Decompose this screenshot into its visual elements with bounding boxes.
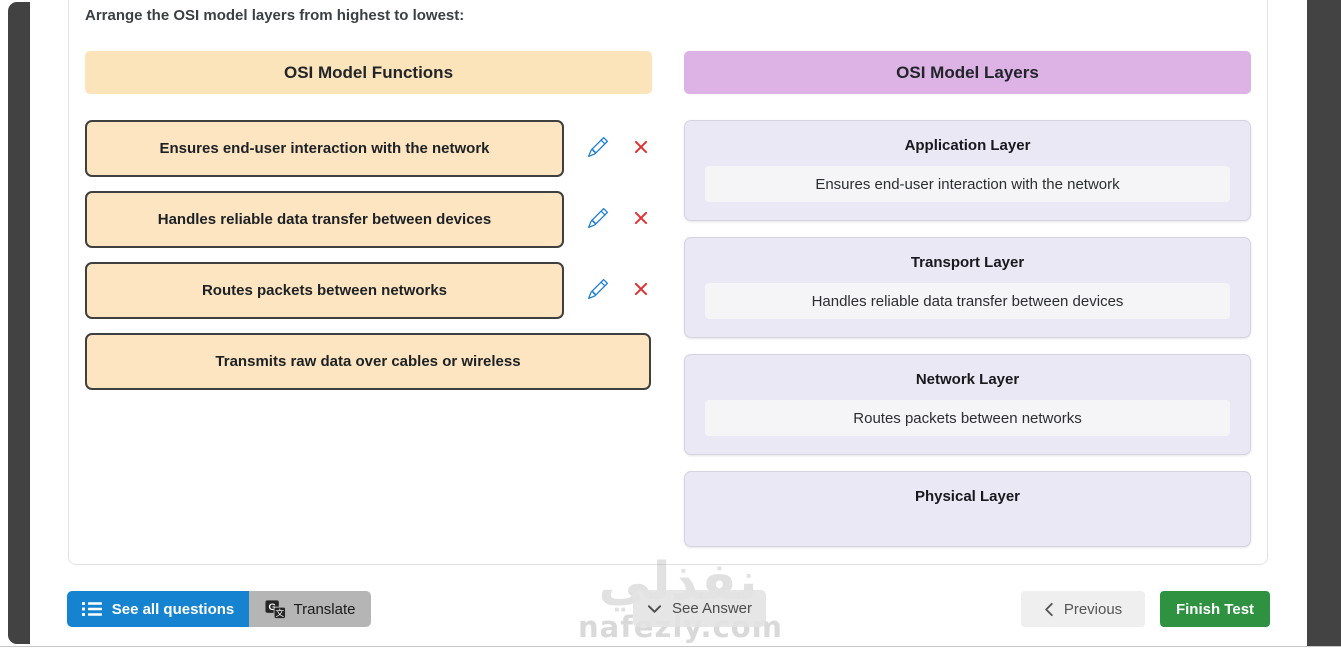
function-row: Ensures end-user interaction with the ne… bbox=[85, 120, 652, 177]
layer-title: Network Layer bbox=[915, 371, 1020, 388]
function-actions bbox=[588, 278, 650, 302]
layer-drop-zone[interactable]: Transport Layer Handles reliable data tr… bbox=[684, 237, 1251, 338]
layer-answer-slot[interactable]: Handles reliable data transfer between d… bbox=[705, 283, 1230, 319]
chevron-down-icon bbox=[647, 603, 662, 615]
question-instruction: Arrange the OSI model layers from highes… bbox=[85, 7, 465, 24]
function-card[interactable]: Ensures end-user interaction with the ne… bbox=[85, 120, 564, 177]
functions-column-header: OSI Model Functions bbox=[85, 51, 652, 94]
layer-drop-zone[interactable]: Physical Layer bbox=[684, 471, 1251, 547]
svg-text:G: G bbox=[268, 601, 275, 612]
previous-button[interactable]: Previous bbox=[1021, 591, 1145, 627]
question-card: Arrange the OSI model layers from highes… bbox=[68, 0, 1268, 565]
edit-button[interactable] bbox=[588, 207, 609, 231]
pencil-icon bbox=[588, 278, 609, 302]
function-row: Transmits raw data over cables or wirele… bbox=[85, 333, 652, 390]
see-all-questions-button[interactable]: See all questions bbox=[67, 591, 249, 627]
matching-columns: OSI Model Functions Ensures end-user int… bbox=[85, 51, 1251, 563]
pencil-icon bbox=[588, 207, 609, 231]
remove-button[interactable] bbox=[632, 138, 650, 159]
chevron-left-icon bbox=[1044, 602, 1054, 617]
svg-text:文: 文 bbox=[275, 607, 284, 619]
remove-button[interactable] bbox=[632, 280, 650, 301]
list-icon bbox=[81, 601, 102, 617]
see-all-questions-label: See all questions bbox=[111, 600, 235, 618]
layer-title: Physical Layer bbox=[914, 488, 1021, 505]
see-answer-label: See Answer bbox=[671, 600, 753, 617]
function-row: Handles reliable data transfer between d… bbox=[85, 191, 652, 248]
layers-column: OSI Model Layers Application Layer Ensur… bbox=[684, 51, 1251, 563]
functions-column: OSI Model Functions Ensures end-user int… bbox=[85, 51, 652, 563]
remove-button[interactable] bbox=[632, 209, 650, 230]
pencil-icon bbox=[588, 136, 609, 160]
function-actions bbox=[588, 207, 650, 231]
x-icon bbox=[632, 138, 650, 159]
previous-label: Previous bbox=[1063, 600, 1123, 618]
layer-drop-zone[interactable]: Application Layer Ensures end-user inter… bbox=[684, 120, 1251, 221]
function-card[interactable]: Transmits raw data over cables or wirele… bbox=[85, 333, 651, 390]
layer-answer-slot[interactable]: Routes packets between networks bbox=[705, 400, 1230, 436]
window-edge-left bbox=[8, 2, 30, 644]
finish-test-label: Finish Test bbox=[1175, 600, 1255, 618]
layer-drop-zone[interactable]: Network Layer Routes packets between net… bbox=[684, 354, 1251, 455]
function-row: Routes packets between networks bbox=[85, 262, 652, 319]
function-card[interactable]: Routes packets between networks bbox=[85, 262, 564, 319]
layers-column-header: OSI Model Layers bbox=[684, 51, 1251, 94]
x-icon bbox=[632, 280, 650, 301]
finish-test-button[interactable]: Finish Test bbox=[1160, 591, 1270, 627]
edit-button[interactable] bbox=[588, 136, 609, 160]
edit-button[interactable] bbox=[588, 278, 609, 302]
x-icon bbox=[632, 209, 650, 230]
layer-title: Transport Layer bbox=[910, 254, 1025, 271]
layer-title: Application Layer bbox=[904, 137, 1031, 154]
see-answer-button[interactable]: See Answer bbox=[633, 590, 766, 627]
window-edge-right bbox=[1307, 0, 1341, 646]
window-bottom-divider bbox=[0, 646, 1341, 647]
translate-label: Translate bbox=[293, 600, 356, 618]
function-actions bbox=[588, 136, 650, 160]
layer-answer-slot[interactable]: Ensures end-user interaction with the ne… bbox=[705, 166, 1230, 202]
function-card[interactable]: Handles reliable data transfer between d… bbox=[85, 191, 564, 248]
